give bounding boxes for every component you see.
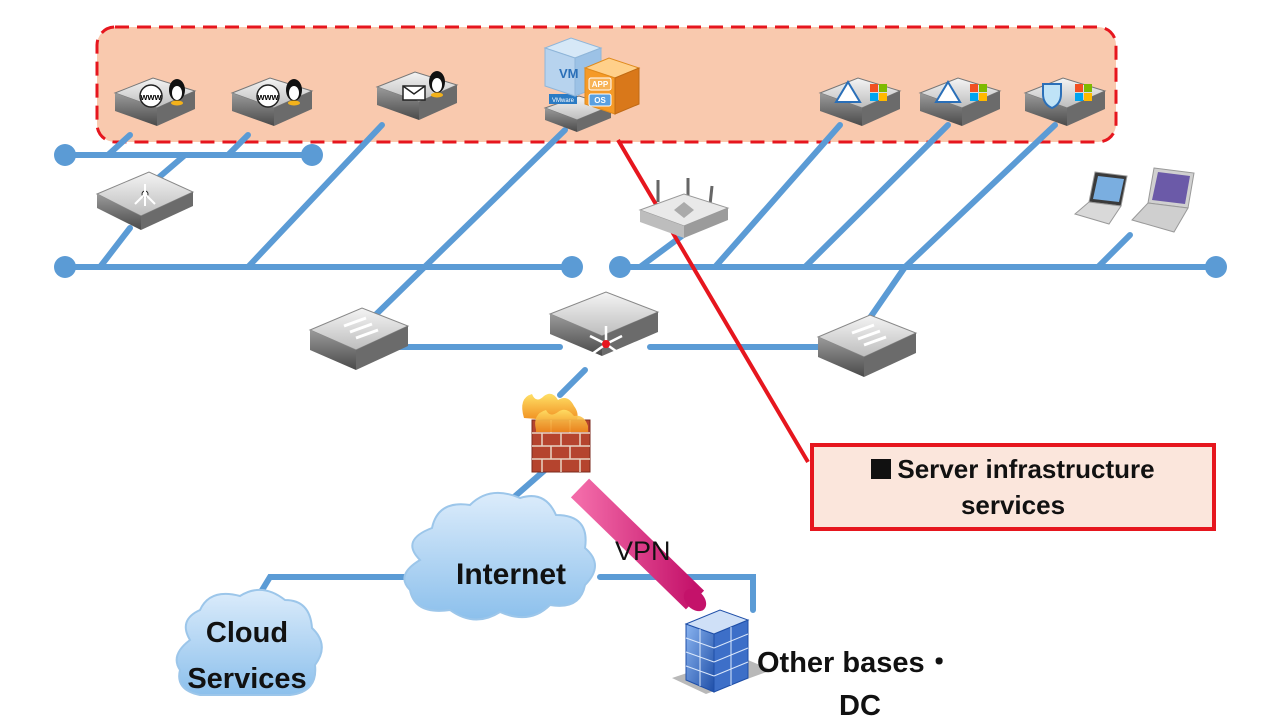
- laptop-icon[interactable]: [1073, 171, 1128, 225]
- windows-directory-server-icon[interactable]: [918, 77, 1002, 126]
- callout-line-1: Server infrastructure: [897, 454, 1155, 484]
- network-links: [62, 122, 1219, 613]
- core-switch-icon[interactable]: [548, 291, 660, 356]
- switch-left-icon[interactable]: [308, 307, 410, 370]
- switch-right-icon[interactable]: [816, 314, 918, 377]
- windows-security-server-icon[interactable]: [1023, 77, 1107, 126]
- svg-text:www: www: [139, 92, 162, 102]
- firewall-icon[interactable]: [522, 393, 591, 473]
- svg-text:VM: VM: [559, 66, 579, 81]
- svg-text:OS: OS: [594, 96, 606, 105]
- building-icon[interactable]: [672, 609, 772, 694]
- hub-device-icon[interactable]: [95, 171, 195, 230]
- bullet-square-icon: [871, 459, 892, 479]
- server-infrastructure-callout: Server infrastructure services: [810, 443, 1216, 531]
- cloud-services-label-1: Cloud: [206, 617, 288, 649]
- svg-text:VMware: VMware: [552, 98, 575, 104]
- linux-web-server-icon[interactable]: www: [113, 77, 197, 126]
- linux-mail-server-icon[interactable]: [375, 71, 459, 120]
- building-label-1: Other bases・: [757, 647, 954, 679]
- svg-text:APP: APP: [592, 80, 609, 89]
- vpn-label: VPN: [615, 536, 671, 566]
- callout-pointer: [616, 138, 810, 464]
- vpn-tunnel: [570, 478, 707, 612]
- windows-directory-server-icon[interactable]: [818, 77, 902, 126]
- callout-text: Server infrastructure services: [871, 451, 1155, 523]
- laptop-icon[interactable]: [1131, 167, 1195, 233]
- callout-line-2: services: [960, 490, 1066, 520]
- internet-cloud-icon[interactable]: [403, 491, 596, 621]
- cloud-services-icon[interactable]: [175, 589, 323, 696]
- link-endpoints: [54, 144, 1227, 278]
- cloud-services-label-2: Services: [187, 663, 306, 695]
- building-label-2: DC: [839, 690, 881, 720]
- wireless-router-icon[interactable]: [638, 178, 730, 238]
- svg-text:www: www: [256, 92, 279, 102]
- vmware-host-icon[interactable]: VMware VM APP OS: [543, 37, 641, 132]
- internet-label: Internet: [456, 558, 566, 591]
- linux-web-server-icon[interactable]: www: [230, 77, 314, 126]
